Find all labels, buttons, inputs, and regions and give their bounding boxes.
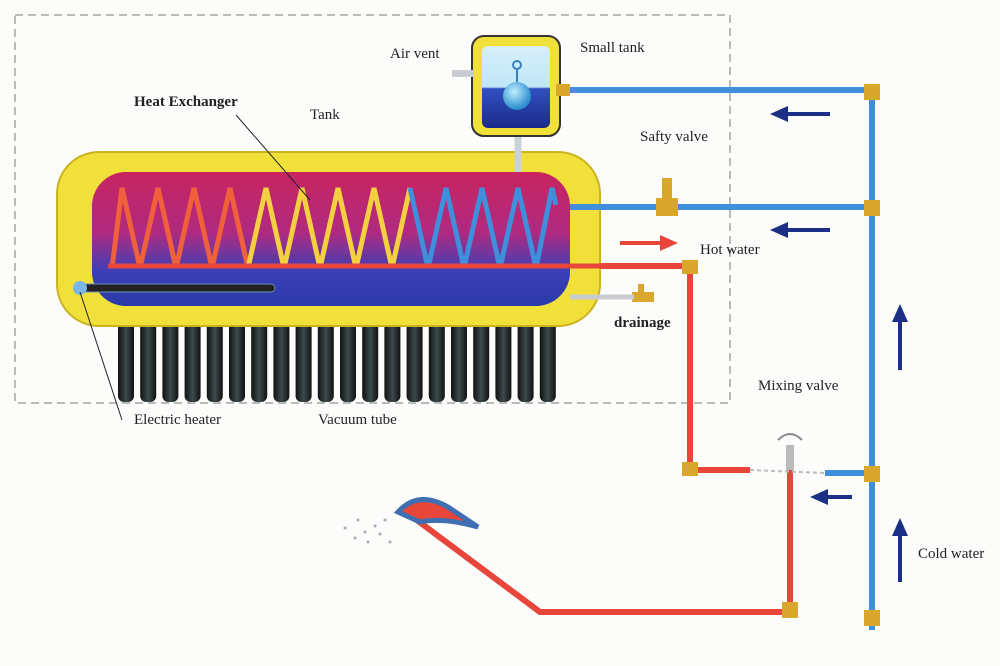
heat-exchanger-coil-cold bbox=[407, 187, 559, 269]
electric-heater bbox=[74, 283, 276, 293]
heat-exchanger-coil-warm bbox=[245, 187, 413, 269]
heat-exchanger-leader bbox=[235, 114, 311, 201]
label-heat-exchanger: Heat Exchanger bbox=[134, 94, 238, 110]
air-vent-pipe bbox=[452, 70, 474, 77]
label-air-vent: Air vent bbox=[390, 46, 440, 62]
safety-valve-stem bbox=[662, 178, 672, 198]
water-spray bbox=[343, 518, 392, 544]
label-electric-heater: Electric heater bbox=[134, 412, 221, 428]
float-pivot bbox=[512, 60, 522, 70]
label-safety-valve: Safty valve bbox=[640, 129, 708, 145]
electric-heater-leader bbox=[79, 291, 123, 421]
electric-heater-cap bbox=[73, 281, 87, 295]
arrow-left-icon bbox=[770, 222, 830, 238]
mixing-valve[interactable] bbox=[749, 433, 826, 474]
hot-water-pipes bbox=[408, 263, 793, 615]
cold-water-pipes bbox=[560, 87, 875, 630]
arrow-right-icon bbox=[620, 235, 678, 251]
safety-valve[interactable] bbox=[656, 198, 678, 216]
label-tank: Tank bbox=[310, 107, 340, 123]
label-mixing-valve: Mixing valve bbox=[758, 378, 839, 394]
arrow-left-icon bbox=[770, 106, 830, 122]
arrow-up-icon bbox=[892, 304, 908, 370]
indoor-boundary bbox=[14, 14, 731, 404]
arrow-left-icon bbox=[810, 489, 852, 505]
pipe-fittings bbox=[556, 84, 880, 626]
arrow-up-icon bbox=[892, 518, 908, 582]
float-ball bbox=[503, 82, 531, 110]
label-small-tank: Small tank bbox=[580, 40, 645, 56]
label-hot-water: Hot water bbox=[700, 242, 760, 258]
label-drainage: drainage bbox=[614, 315, 671, 331]
label-vacuum-tube: Vacuum tube bbox=[318, 412, 397, 428]
shower-head[interactable] bbox=[393, 497, 480, 530]
label-cold-water: Cold water bbox=[918, 546, 984, 562]
flow-arrows bbox=[620, 106, 908, 582]
drainage-valve[interactable] bbox=[638, 284, 644, 294]
